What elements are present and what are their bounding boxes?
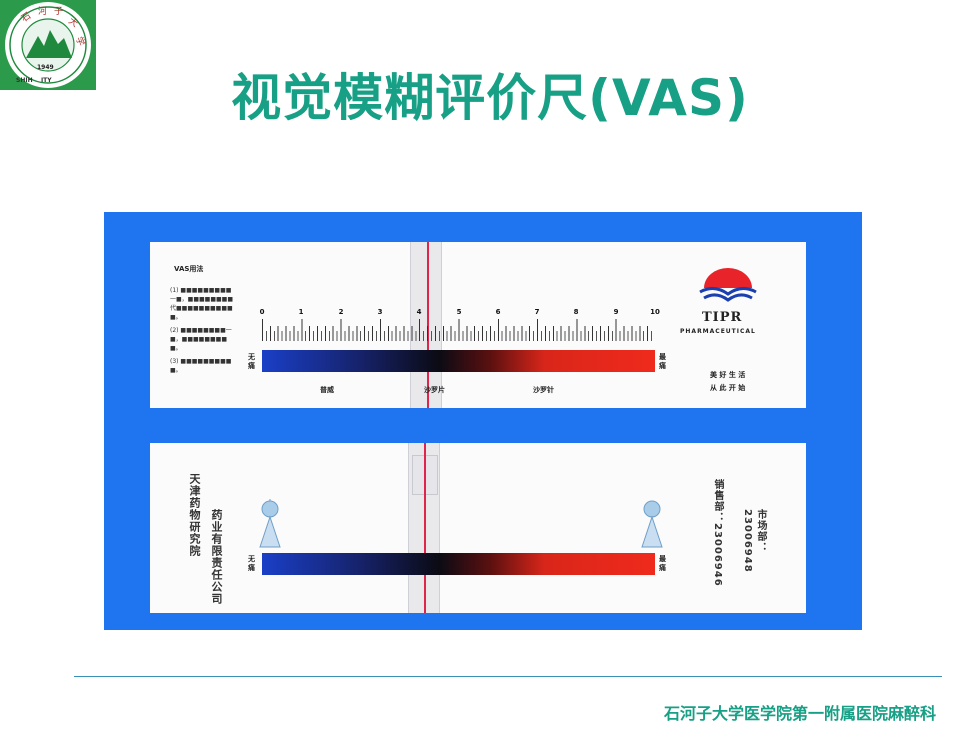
svg-text:子: 子 bbox=[54, 6, 63, 17]
logo-bottom-text: SHIH ITY bbox=[16, 77, 52, 84]
instruction-line: (2) ■■■■■■■■一 bbox=[170, 327, 232, 334]
scale-number: 7 bbox=[534, 308, 540, 316]
brand-name: TIPR bbox=[702, 310, 743, 325]
indicator-line bbox=[424, 443, 426, 613]
logo-year: 1949 bbox=[37, 64, 54, 71]
vas-card-front: VAS用法 (1) ■■■■■■■■■ 一■，■■■■■■■■ 代■■■■■■■… bbox=[150, 242, 806, 408]
doll-figure-icon bbox=[641, 500, 663, 548]
pain-gradient-bar bbox=[262, 350, 655, 372]
scale-number: 5 bbox=[456, 308, 462, 316]
scale-number: 2 bbox=[338, 308, 344, 316]
scale-number: 10 bbox=[650, 308, 660, 316]
slogan-line1: 美 好 生 活 bbox=[710, 371, 746, 379]
scale-number: 8 bbox=[573, 308, 579, 316]
svg-text:河: 河 bbox=[38, 5, 47, 17]
instruction-line: ■，■■■■■■■■ bbox=[170, 336, 228, 343]
svg-text:学: 学 bbox=[73, 35, 87, 48]
brand-subtitle: PHARMACEUTICAL bbox=[680, 328, 756, 335]
scale-ticks bbox=[262, 319, 655, 341]
vas-ruler-photo: VAS用法 (1) ■■■■■■■■■ 一■，■■■■■■■■ 代■■■■■■■… bbox=[104, 212, 862, 630]
marker-label: 普威 bbox=[320, 386, 334, 394]
footer-text: 石河子大学医学院第一附属医院麻醉科 bbox=[663, 704, 936, 723]
slide-title: 视觉模糊评价尺(VAS) bbox=[231, 69, 749, 127]
company-name: 药业有限责任公司 bbox=[210, 509, 223, 605]
instruction-line: (1) ■■■■■■■■■ bbox=[170, 287, 232, 294]
slogan-line2: 从 此 开 始 bbox=[710, 384, 746, 392]
no-pain-label: 无痛 bbox=[248, 555, 255, 572]
scale-number: 0 bbox=[259, 308, 265, 316]
scale-number: 3 bbox=[377, 308, 383, 316]
usage-instructions: (1) ■■■■■■■■■ 一■，■■■■■■■■ 代■■■■■■■■■■ ■。… bbox=[170, 286, 242, 375]
instruction-line: ■。 bbox=[170, 345, 182, 352]
instruction-line: (3) ■■■■■■■■■ bbox=[170, 358, 232, 365]
marker-label: 沙罗片 bbox=[424, 386, 445, 394]
footer-divider bbox=[74, 676, 942, 677]
vas-card-back: 天津药物研究院 药业有限责任公司 无痛 最痛 销售部：23006946 市场部：… bbox=[150, 443, 806, 613]
marker-label: 沙罗针 bbox=[533, 386, 554, 394]
scale-number: 6 bbox=[495, 308, 501, 316]
instruction-line: 代■■■■■■■■■■ bbox=[170, 305, 233, 312]
tipr-logo-icon bbox=[699, 268, 757, 302]
scale-number: 4 bbox=[416, 308, 422, 316]
pain-gradient-bar bbox=[262, 553, 655, 575]
scale-number: 1 bbox=[298, 308, 304, 316]
instruction-line: ■。 bbox=[170, 314, 182, 321]
market-phone: 市场部：23006948 bbox=[742, 509, 766, 573]
university-seal-icon: 石 河 子 大 学 bbox=[0, 0, 96, 90]
instruction-line: ■。 bbox=[170, 367, 182, 374]
scale-number: 9 bbox=[613, 308, 619, 316]
worst-pain-label: 最痛 bbox=[659, 353, 666, 370]
doll-figure-icon bbox=[259, 499, 281, 548]
sales-phone: 销售部：23006946 bbox=[712, 479, 723, 587]
no-pain-label: 无痛 bbox=[248, 353, 255, 370]
instruction-line: 一■，■■■■■■■■ bbox=[170, 296, 234, 303]
usage-heading: VAS用法 bbox=[174, 265, 204, 273]
worst-pain-label: 最痛 bbox=[659, 555, 666, 572]
university-logo: 石 河 子 大 学 1949 SHIH ITY bbox=[0, 0, 96, 90]
org-name: 天津药物研究院 bbox=[188, 473, 201, 557]
